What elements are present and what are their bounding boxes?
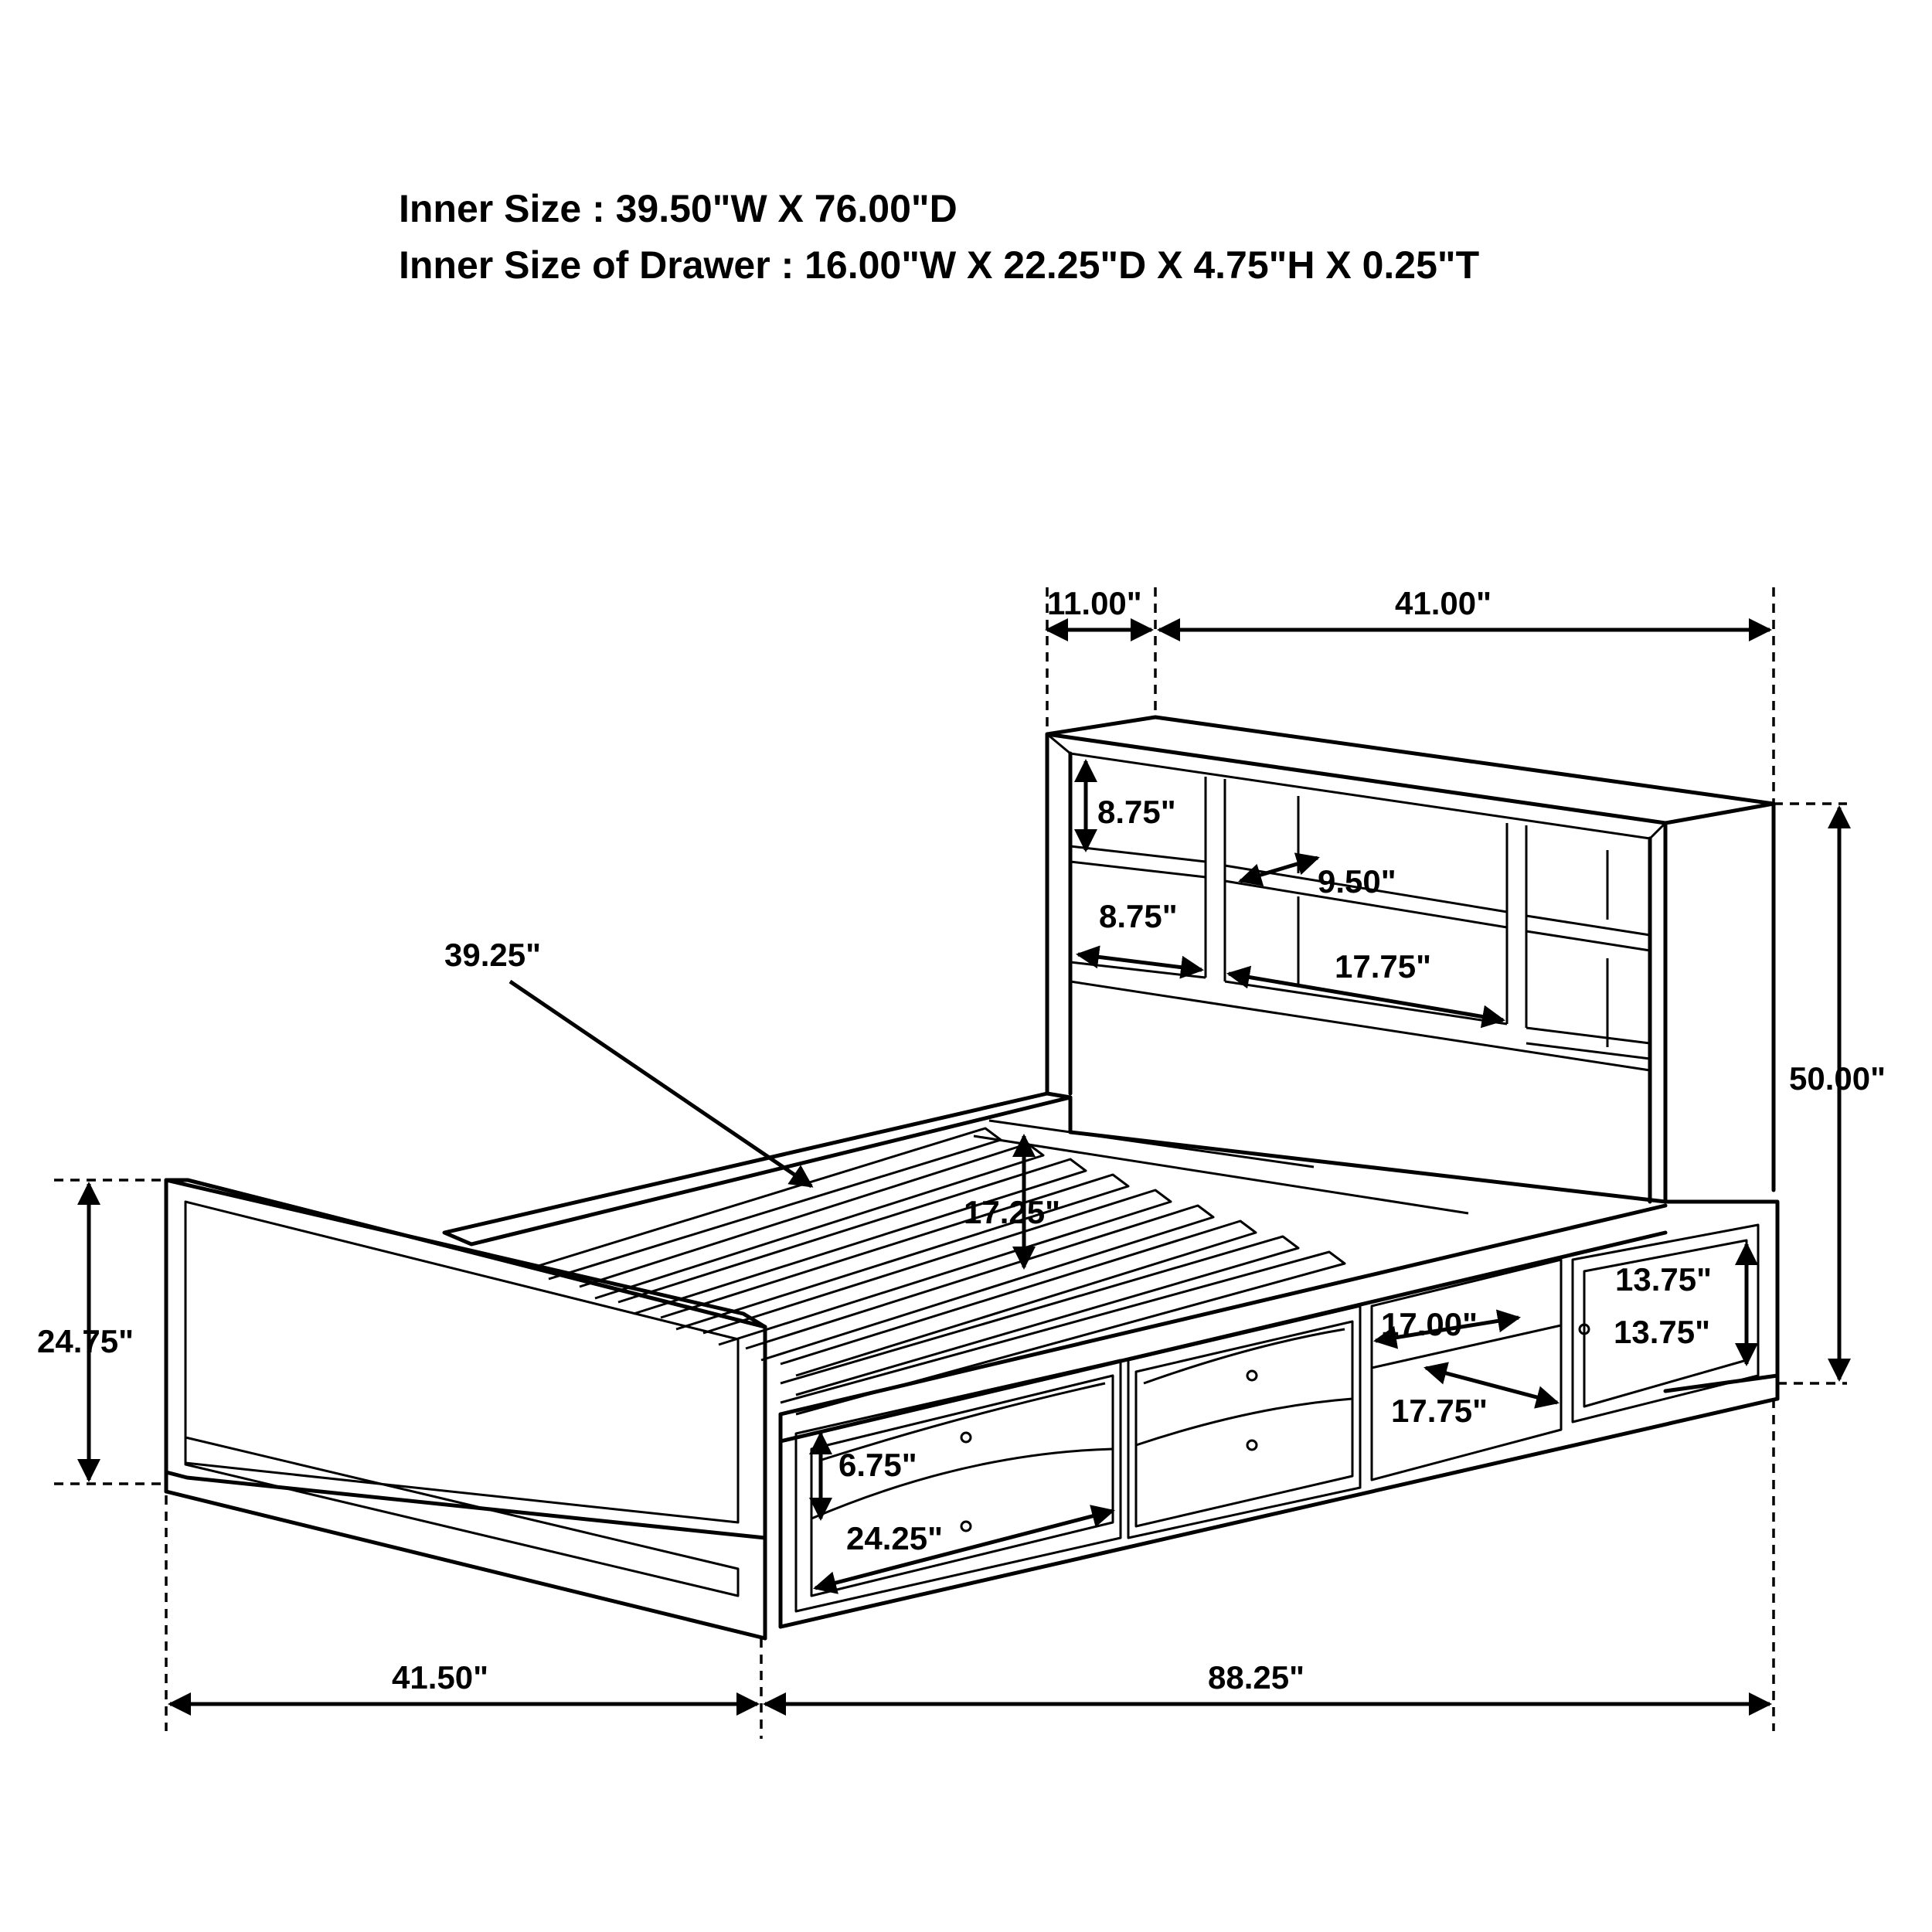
label-cubby-width: 17.00" (1381, 1306, 1478, 1342)
arrow-cubby-width (1373, 1309, 1521, 1349)
arrow-shelf-large-width (1226, 965, 1505, 1029)
label-shelf-height-mid: 8.75" (1099, 898, 1178, 934)
label-drawer-height: 6.75" (838, 1447, 917, 1483)
label-cubby-depth: 17.75" (1391, 1393, 1488, 1429)
dimension-arrows (77, 618, 1851, 1716)
dimension-labels: 11.00" 41.00" 8.75" 9.50" 8.75" 17.75" 5… (37, 585, 1886, 1696)
inner-size-text: Inner Size : 39.50"W X 76.00"D (399, 187, 957, 230)
label-shelf-height-top: 8.75" (1097, 794, 1176, 830)
arrow-drawer-width (813, 1505, 1115, 1594)
label-headboard-shelf-depth: 11.00" (1047, 585, 1142, 621)
label-overall-width: 41.50" (392, 1659, 488, 1696)
label-door-width: 13.75" (1614, 1314, 1710, 1350)
label-overall-length: 88.25" (1208, 1659, 1304, 1696)
extension-lines (54, 587, 1847, 1739)
label-headboard-width: 41.00" (1395, 585, 1492, 621)
label-slat-length: 39.25" (444, 937, 541, 973)
label-door-height: 13.75" (1615, 1261, 1712, 1298)
label-shelf-small-width: 9.50" (1318, 863, 1396, 900)
arrow-shelf-small-width (1238, 852, 1320, 886)
drawer-inner-size-text: Inner Size of Drawer : 16.00"W X 22.25"D… (399, 243, 1480, 287)
bed-line-art (164, 715, 1780, 1641)
leader-slat-length (509, 979, 814, 1189)
arrow-cubby-depth (1423, 1362, 1560, 1409)
footboard (164, 1178, 767, 1641)
label-shelf-large-width: 17.75" (1335, 948, 1431, 985)
arrow-shelf-height-mid (1076, 945, 1204, 979)
label-footboard-height: 24.75" (37, 1323, 134, 1359)
label-drawer-width: 24.25" (846, 1520, 943, 1556)
label-overall-height: 50.00" (1789, 1060, 1886, 1097)
label-under-rail-height: 17.25" (964, 1194, 1060, 1230)
